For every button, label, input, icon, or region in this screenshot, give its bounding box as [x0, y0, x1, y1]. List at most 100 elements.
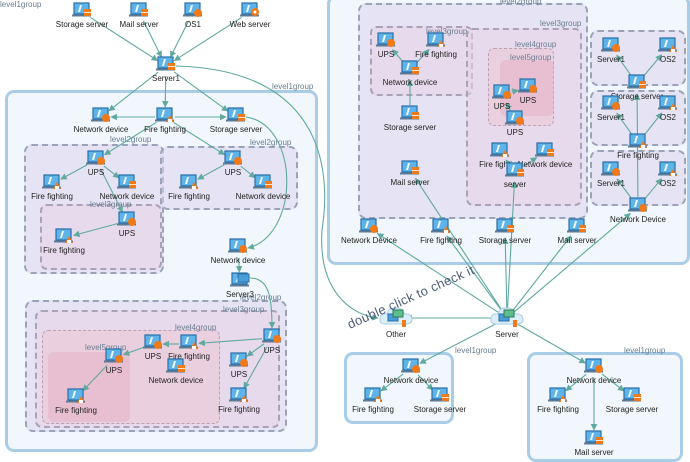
fire-fighting-icon	[179, 334, 199, 350]
edge-mail_top-to-server1[interactable]	[142, 20, 163, 58]
node-label: UPS	[377, 50, 395, 59]
device-shield-icon	[401, 358, 421, 374]
fire-fighting-icon	[66, 388, 86, 404]
edge-a_ups-to-a3_ups[interactable]	[100, 168, 123, 213]
node-label: Fire fighting	[537, 405, 579, 414]
device-shield-icon	[518, 78, 538, 94]
edge-s_fire-to-s2_os2[interactable]	[643, 112, 663, 136]
node-label: Network device	[235, 192, 291, 201]
node-label: UPS	[519, 96, 537, 105]
storage-server-icon	[627, 74, 647, 90]
node-label: Network device	[382, 78, 438, 87]
node-label: Network device	[73, 125, 129, 134]
node-label: Network device	[517, 160, 573, 169]
edge-storage_top-to-server1[interactable]	[90, 16, 159, 62]
edge-l1_net2-to-server3[interactable]	[235, 257, 243, 273]
edge-c_ups_edge-to-c3_fire[interactable]	[243, 346, 268, 389]
node-label: Storage server	[383, 123, 437, 132]
storage-server-icon	[253, 174, 273, 190]
edge-server1-to-l1_fire[interactable]	[162, 75, 169, 108]
fire-fighting-icon	[229, 387, 249, 403]
device-shield-icon	[601, 37, 621, 53]
edge-s_fire-to-s2_server[interactable]	[616, 112, 633, 136]
node-label: Other	[385, 330, 406, 339]
edge-c5_ups-to-c5_fire[interactable]	[82, 364, 108, 392]
node-label: Fire fighting	[144, 125, 186, 134]
edge-s_netdev-to-s3_os2[interactable]	[643, 178, 663, 200]
storage-server-icon	[156, 56, 176, 72]
edge-os1-to-server1[interactable]	[169, 20, 190, 58]
edge-cloud_server-to-r_mail[interactable]	[415, 177, 502, 310]
edge-r3a_net-to-r3a_fire[interactable]	[416, 48, 430, 64]
group-label: level1group	[624, 346, 666, 355]
edge-l1_stor-to-l1_net2[interactable]	[245, 116, 288, 250]
node-label: UPS	[118, 229, 136, 238]
node-label: UPS	[144, 352, 162, 361]
edge-a3_ups-to-a3_fire[interactable]	[73, 223, 118, 238]
edge-c_ups_edge-to-c3_ups[interactable]	[246, 343, 265, 357]
node-label: Fire fighting	[479, 160, 521, 169]
group-label: level4group	[175, 323, 217, 332]
device-shield-icon	[183, 2, 203, 18]
edge-b2_net-to-b2_stor[interactable]	[601, 373, 625, 392]
edge-server1-to-l1_stor[interactable]	[173, 71, 229, 112]
edge-cloud_server-to-r_stor2[interactable]	[502, 237, 509, 309]
device-shield-icon	[91, 107, 111, 123]
edge-r3a_net-to-r3a_ups[interactable]	[392, 49, 404, 63]
device-shield-icon	[229, 352, 249, 368]
node-label: Server1	[596, 113, 625, 122]
node-label: Fire fighting	[420, 236, 462, 245]
storage-server-icon	[400, 105, 420, 121]
group-label: level2group	[500, 0, 542, 6]
edge-cloud_server-to-b1_net[interactable]	[419, 322, 499, 364]
edge-cloud_server-to-b2_net[interactable]	[515, 322, 586, 364]
edge-b_ups-to-b_net[interactable]	[240, 165, 256, 179]
edge-s_stor-to-s1_os2[interactable]	[643, 54, 663, 77]
fire-fighting-icon	[155, 107, 175, 123]
device-shield-icon	[262, 328, 282, 344]
cloud-icon	[489, 304, 525, 330]
group-label: level2group	[240, 293, 282, 302]
device-shield-icon	[492, 84, 512, 100]
edge-web-to-server1[interactable]	[173, 16, 242, 62]
device-shield-icon	[584, 358, 604, 374]
edge-cloud_server-to-r_netdev[interactable]	[376, 233, 499, 313]
edge-server3-to-c_ups_edge[interactable]	[249, 277, 276, 329]
computer-icon	[230, 272, 250, 288]
fire-fighting-icon	[54, 228, 74, 244]
fire-fighting-icon	[363, 387, 383, 403]
device-shield-icon	[505, 110, 525, 126]
edge-l1_fire-to-a_ups[interactable]	[103, 121, 157, 156]
edge-cloud_server-to-r3b_server[interactable]	[506, 181, 518, 309]
edge-b_ups-to-b_fire[interactable]	[197, 164, 225, 180]
edge-cloud_server-to-r_mail2[interactable]	[512, 235, 572, 311]
edge-c4_ups-to-c5_ups[interactable]	[122, 346, 144, 356]
edge-b2_net-to-b2_fire[interactable]	[565, 373, 587, 392]
edge-c_ups_edge-to-c4_fire[interactable]	[198, 338, 263, 347]
node-label: Mail server	[574, 448, 614, 457]
fire-fighting-icon	[179, 174, 199, 190]
edge-r3b_server-to-r3b_net[interactable]	[523, 157, 538, 167]
storage-server-icon	[166, 358, 186, 374]
group-label: level3group	[540, 19, 582, 28]
mail-server-icon	[567, 218, 587, 234]
edge-l1_fire-to-b_ups[interactable]	[173, 121, 226, 156]
fire-fighting-icon	[426, 32, 446, 48]
edge-r3b_ups-to-r4_ups[interactable]	[505, 102, 513, 112]
device-shield-icon	[104, 348, 124, 364]
edge-s_netdev-to-s3_server[interactable]	[616, 178, 633, 200]
edge-cloud_server-to-s_netdev[interactable]	[514, 213, 631, 312]
edge-b1_net-to-b1_fire[interactable]	[380, 373, 404, 392]
group-label: level2group	[110, 135, 152, 144]
node-label: Fire fighting	[43, 246, 85, 255]
edge-b1_net-to-b1_stor[interactable]	[417, 374, 434, 391]
edge-a_ups-to-a_fire[interactable]	[60, 164, 88, 180]
edge-cloud_server-to-r_fire[interactable]	[446, 235, 502, 311]
edge-server1-to-cloud_other[interactable]	[175, 65, 379, 321]
edge-server1-to-l1_net[interactable]	[108, 71, 159, 112]
node-label: Network Device	[340, 236, 397, 245]
edge-r4_ups-to-r5_ups[interactable]	[511, 88, 519, 95]
edge-s_stor-to-s1_server[interactable]	[616, 54, 632, 77]
edge-a_ups-to-a_net[interactable]	[103, 165, 120, 179]
